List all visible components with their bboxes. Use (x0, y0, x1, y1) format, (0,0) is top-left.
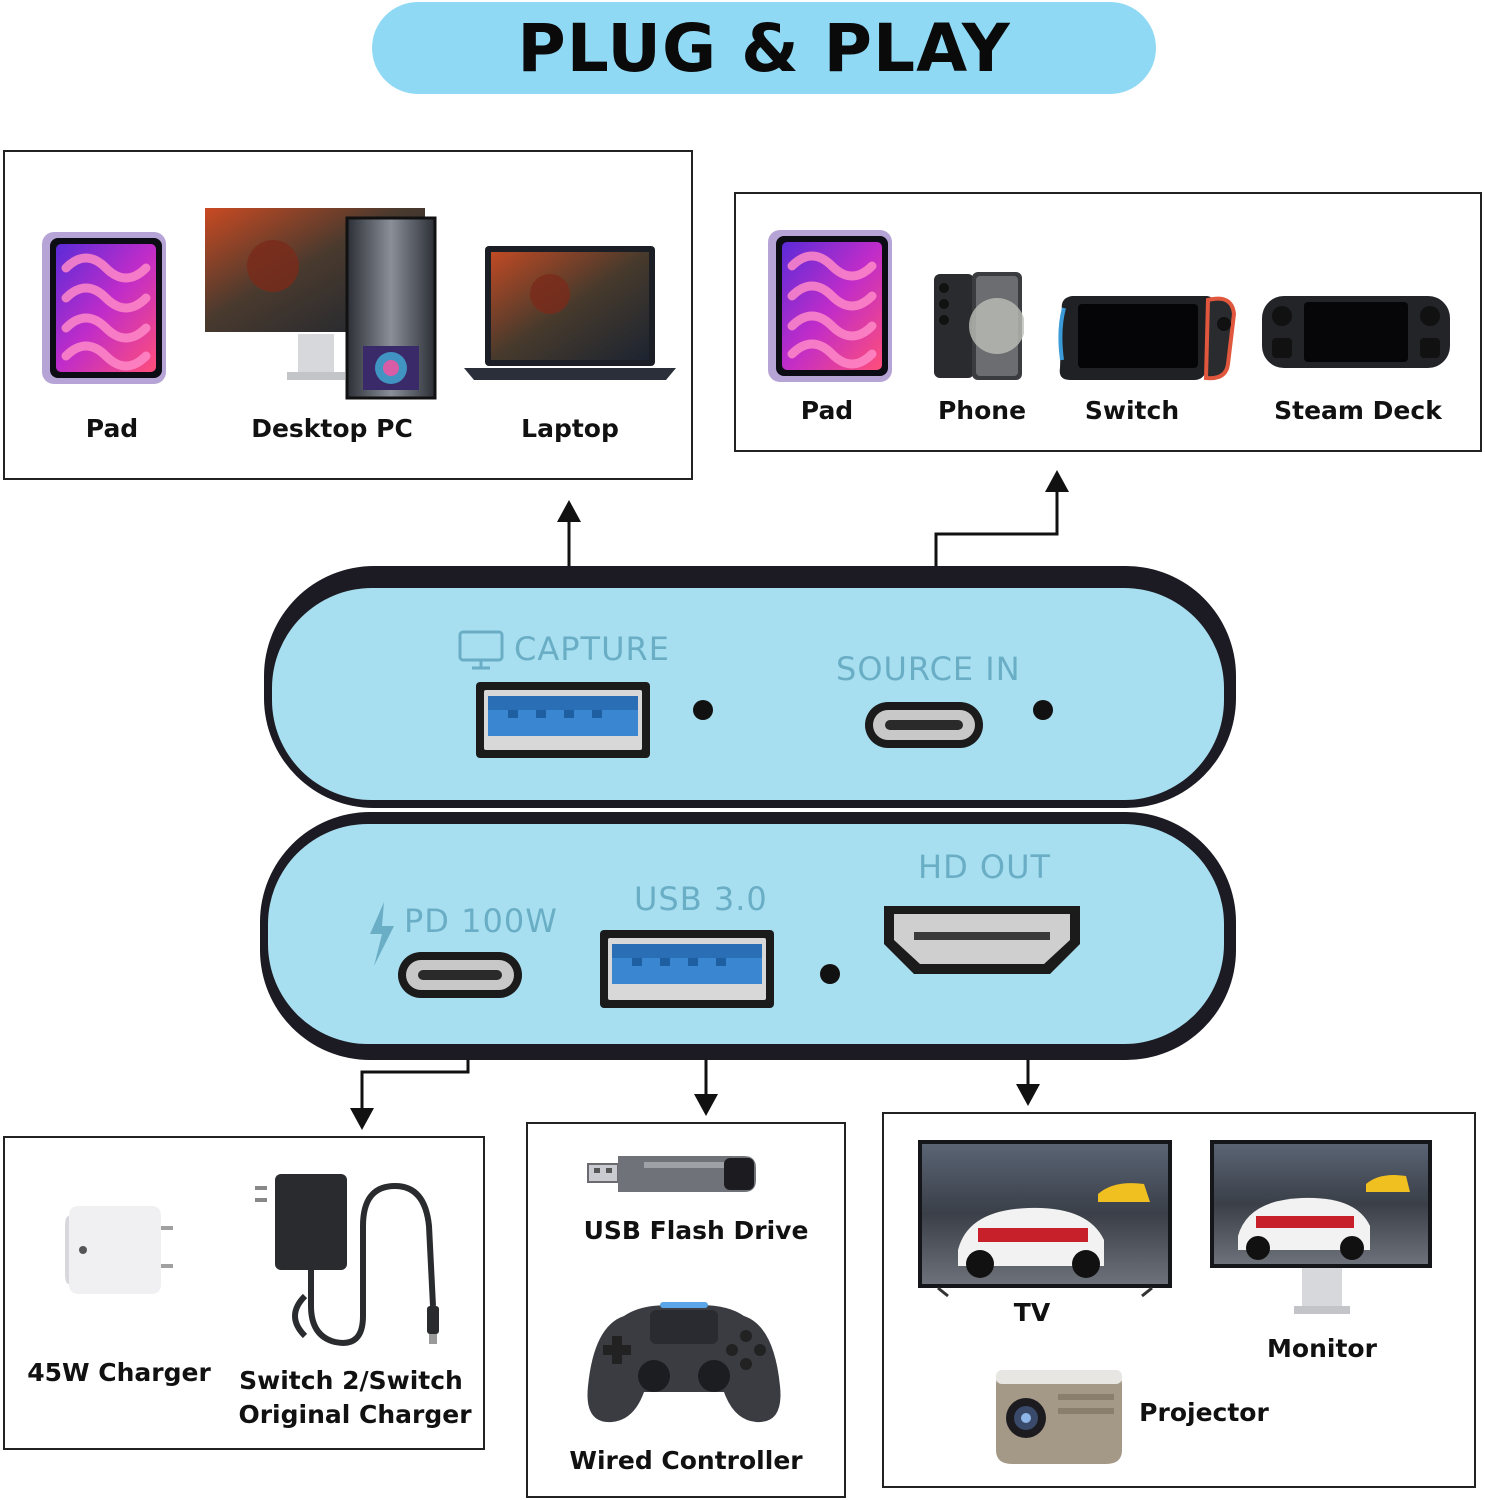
monitor-icon (458, 630, 504, 670)
tv-icon (918, 1140, 1172, 1298)
item-label-pad: Pad (800, 396, 854, 425)
power-adapter-icon (255, 1174, 439, 1346)
item-label-tv: TV (1013, 1298, 1051, 1327)
tablet-icon (42, 232, 166, 384)
hd-out-port-label: HD OUT (918, 848, 1052, 886)
capture-devices-panel: Pad Desktop PC Laptop (3, 150, 693, 480)
item-label-laptop: Laptop (521, 414, 619, 443)
phone-icon (934, 272, 1024, 380)
display-outputs-panel: TV Monitor Projector (882, 1112, 1476, 1488)
item-label-projector: Projector (1139, 1398, 1269, 1427)
capture-card-device: CAPTURE SOURCE IN PD 100W USB 3.0 HD OUT (258, 562, 1238, 1062)
item-label-usb-flash-drive: USB Flash Drive (583, 1216, 809, 1245)
handheld-console-icon (1262, 296, 1450, 368)
source-devices-panel: Pad Phone Switch Steam Deck (734, 192, 1482, 452)
charger-panel: 45W Charger Switch 2/Switch Original Cha… (3, 1136, 485, 1450)
projector-icon (996, 1370, 1122, 1464)
pd-port-label: PD 100W (404, 902, 558, 940)
charger-icon (65, 1206, 173, 1294)
tablet-icon (768, 230, 892, 382)
item-label-45w-charger: 45W Charger (27, 1358, 211, 1387)
item-label-monitor: Monitor (1267, 1334, 1377, 1363)
desktop-pc-icon (205, 208, 437, 400)
page-title: PLUG & PLAY (517, 9, 1011, 87)
item-label-phone: Phone (937, 396, 1027, 425)
gamepad-icon (587, 1302, 781, 1423)
item-label-steam-deck: Steam Deck (1274, 396, 1442, 425)
item-label-switch: Switch (1084, 396, 1180, 425)
monitor-icon (1210, 1140, 1432, 1314)
item-label-desktop-pc: Desktop PC (251, 414, 413, 443)
item-label-pad: Pad (85, 414, 139, 443)
lightning-icon (370, 902, 394, 966)
laptop-icon (464, 246, 676, 380)
usb-peripherals-panel: USB Flash Drive Wired Controller (526, 1122, 846, 1498)
usb-port-label: USB 3.0 (634, 880, 768, 918)
item-label-switch-charger-line1: Switch 2/Switch (239, 1366, 463, 1395)
capture-port-label: CAPTURE (514, 630, 670, 668)
device-body (260, 566, 1236, 1060)
usb-drive-icon (587, 1156, 756, 1192)
item-label-wired-controller: Wired Controller (569, 1446, 803, 1475)
title-banner: PLUG & PLAY (372, 2, 1156, 94)
game-console-icon (1058, 296, 1237, 381)
item-label-switch-charger-line2: Original Charger (238, 1400, 472, 1429)
source-port-label: SOURCE IN (836, 650, 1021, 688)
